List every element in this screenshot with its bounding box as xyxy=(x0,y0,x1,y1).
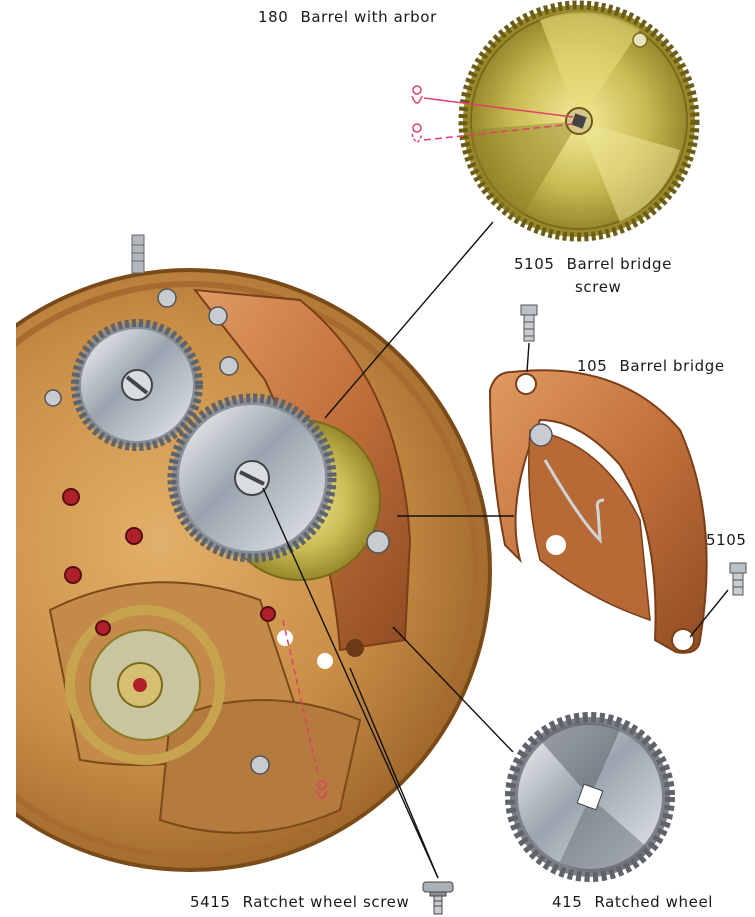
barrel-bridge xyxy=(490,370,707,653)
barrel-with-arbor xyxy=(463,5,695,237)
label-barrel-with-arbor: 180 Barrel with arbor xyxy=(258,8,437,26)
label-text: Barrel with arbor xyxy=(300,8,436,26)
label-text: Barrel bridge xyxy=(567,255,672,273)
label-barrel-bridge-screw: 5105 Barrel bridge xyxy=(514,255,672,273)
barrel-bridge-screw xyxy=(521,305,537,341)
watch-movement xyxy=(0,270,490,870)
label-number: 5105 xyxy=(706,531,747,549)
screw-5105 xyxy=(730,563,746,595)
label-text: Ratchet wheel screw xyxy=(243,893,410,911)
label-number: 5105 xyxy=(514,255,555,273)
winding-stem xyxy=(132,235,144,273)
label-screw-5105: 5105 xyxy=(706,531,747,549)
label-text: Barrel bridge xyxy=(619,357,724,375)
label-barrel-bridge-screw-line2: screw xyxy=(575,278,621,296)
label-ratched-wheel: 415 Ratched wheel xyxy=(552,893,713,911)
label-number: 5415 xyxy=(190,893,231,911)
label-text: screw xyxy=(575,278,621,296)
label-number: 180 xyxy=(258,8,288,26)
ratchet-wheel-screw xyxy=(423,882,453,914)
label-barrel-bridge: 105 Barrel bridge xyxy=(577,357,725,375)
ratched-wheel xyxy=(510,717,670,877)
label-number: 105 xyxy=(577,357,607,375)
label-ratchet-wheel-screw: 5415 Ratchet wheel screw xyxy=(190,893,409,911)
label-text: Ratched wheel xyxy=(594,893,713,911)
label-number: 415 xyxy=(552,893,582,911)
